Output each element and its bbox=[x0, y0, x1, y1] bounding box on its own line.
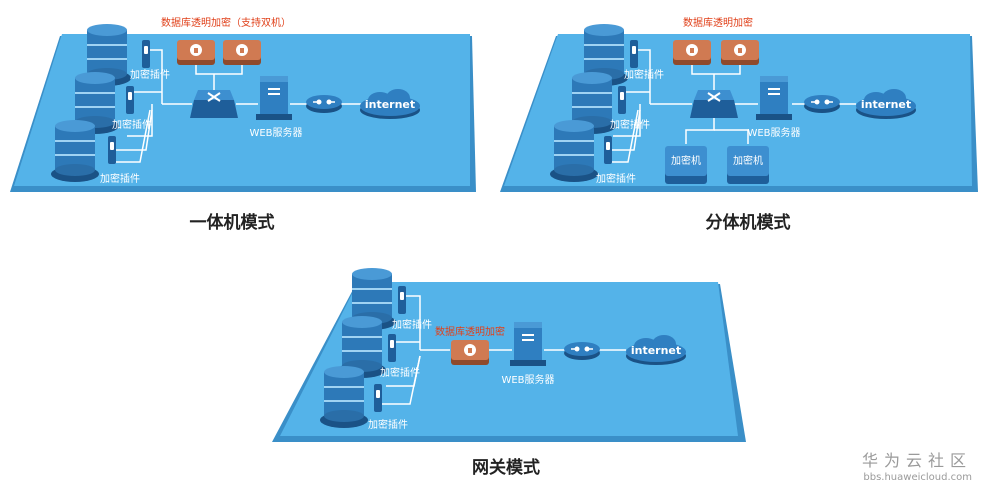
encryption-box-label: 加密机 bbox=[671, 154, 701, 167]
database-icon bbox=[550, 120, 598, 182]
plugin-label: 加密插件 bbox=[130, 68, 170, 81]
connection-lines bbox=[116, 49, 362, 163]
plugin-icon bbox=[374, 384, 382, 412]
firewall-icon bbox=[305, 94, 343, 114]
device-label: 数据库透明加密 bbox=[683, 16, 753, 29]
connection-lines bbox=[606, 49, 856, 163]
cloud-label: internet bbox=[365, 98, 415, 111]
device-label: 数据库透明加密 bbox=[435, 325, 505, 338]
watermark-url: bbs.huaweicloud.com bbox=[863, 472, 972, 483]
plugin-label: 加密插件 bbox=[392, 318, 432, 331]
encryption-device-icon bbox=[451, 340, 489, 365]
firewall-icon bbox=[563, 341, 601, 361]
plugin-label: 加密插件 bbox=[368, 418, 408, 431]
device-label: 数据库透明加密（支持双机） bbox=[161, 16, 291, 29]
panel-title: 网关模式 bbox=[472, 457, 540, 478]
web-server-label: WEB服务器 bbox=[747, 126, 800, 139]
plugin-label: 加密插件 bbox=[100, 172, 140, 185]
web-server-icon bbox=[756, 76, 792, 120]
plugin-label: 加密插件 bbox=[112, 118, 152, 131]
plugin-icon bbox=[618, 86, 626, 114]
encryption-device-icon bbox=[177, 40, 215, 65]
watermark-brand: 华为云社区 bbox=[862, 451, 972, 470]
platform bbox=[14, 34, 470, 186]
plugin-label: 加密插件 bbox=[596, 172, 636, 185]
panel-split: 加密插件 加密插件 加密插件 数据库透明加密 WEB服务器 internet 加… bbox=[500, 16, 978, 233]
encryption-device-icon bbox=[673, 40, 711, 65]
cloud-label: internet bbox=[861, 98, 911, 111]
encryption-device-icon bbox=[223, 40, 261, 65]
connection-lines bbox=[382, 295, 626, 405]
cloud-label: internet bbox=[631, 344, 681, 357]
plugin-icon bbox=[398, 286, 406, 314]
encryption-box-label: 加密机 bbox=[733, 154, 763, 167]
web-server-icon bbox=[256, 76, 292, 120]
web-server-icon bbox=[510, 322, 546, 366]
encryption-device-icon bbox=[721, 40, 759, 65]
plugin-icon bbox=[142, 40, 150, 68]
web-server-label: WEB服务器 bbox=[501, 373, 554, 386]
switch-icon bbox=[189, 89, 239, 119]
plugin-icon bbox=[388, 334, 396, 362]
panel-gateway: 加密插件 加密插件 加密插件 数据库透明加密 WEB服务器 internet 网… bbox=[272, 268, 746, 478]
database-icon bbox=[51, 120, 99, 182]
plugin-label: 加密插件 bbox=[624, 68, 664, 81]
plugin-icon bbox=[604, 136, 612, 164]
plugin-icon bbox=[630, 40, 638, 68]
web-server-label: WEB服务器 bbox=[249, 126, 302, 139]
plugin-icon bbox=[108, 136, 116, 164]
panel-title: 分体机模式 bbox=[706, 212, 791, 233]
plugin-label: 加密插件 bbox=[610, 118, 650, 131]
watermark: 华为云社区 bbs.huaweicloud.com bbox=[862, 451, 972, 483]
plugin-icon bbox=[126, 86, 134, 114]
firewall-icon bbox=[803, 94, 841, 114]
switch-icon bbox=[689, 89, 739, 119]
plugin-label: 加密插件 bbox=[380, 366, 420, 379]
panel-integrated: 加密插件 加密插件 加密插件 数据库透明加密（支持双机） WEB服务器 inte… bbox=[10, 16, 476, 233]
database-icon bbox=[320, 366, 368, 428]
panel-title: 一体机模式 bbox=[190, 212, 275, 233]
